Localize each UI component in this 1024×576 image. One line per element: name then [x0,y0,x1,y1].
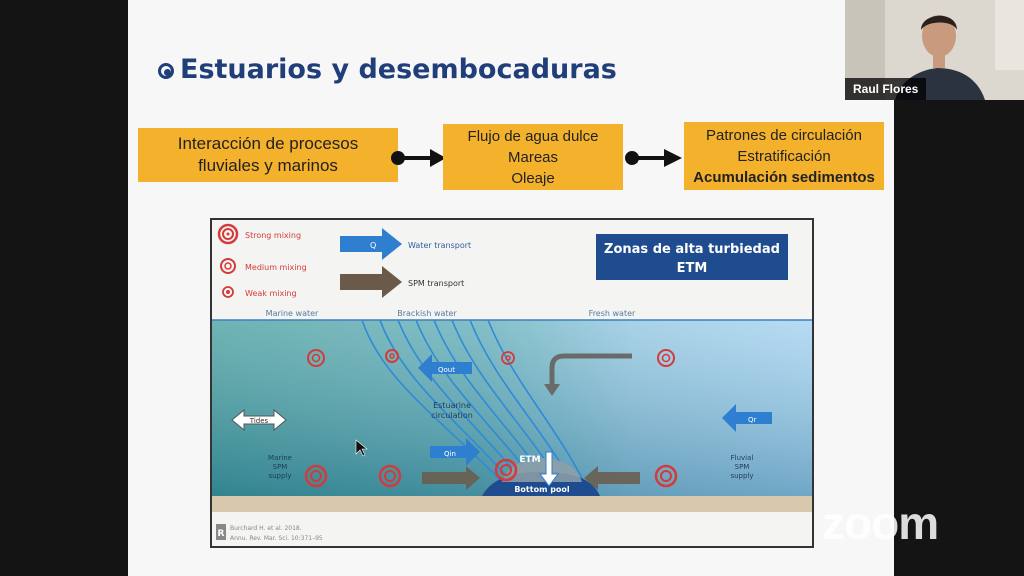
mixing-swirls [304,349,678,488]
effects-line-3: Acumulación sedimentos [693,168,875,186]
zoom-watermark: zoom [822,497,939,549]
legend-weak-mixing: Weak mixing [245,289,297,298]
arrow-right-icon [391,149,446,167]
legend-medium-mixing: Medium mixing [245,263,307,272]
drivers-box: Flujo de agua dulce Mareas Oleaje [443,124,623,190]
estuarine-label-2: circulation [431,411,473,420]
etm-title-line-2: ETM [677,261,708,276]
citation-line-2: Annu. Rev. Mar. Sci. 10:371–95 [230,535,323,542]
etm-title-line-1: Zonas de alta turbiedad [604,242,780,257]
legend-spm-transport: SPM transport [408,279,464,288]
fluvial-spm-arrow-icon [584,466,640,490]
process-line-1: Interacción de procesos [177,134,359,153]
drivers-line-2: Mareas [507,148,559,166]
journal-logo [216,524,226,540]
marine-spm-arrow-icon [422,466,480,490]
legend-q: Q [370,241,376,250]
marine-spm-label-2: SPM [273,463,288,471]
svg-text:Qin: Qin [444,450,456,458]
slide-title-text: Estuarios y desembocaduras [180,54,617,85]
qout-arrow: Qout [418,354,472,382]
weak-mixing-icon [222,286,234,298]
effects-line-2: Estratificación [737,147,831,165]
journal-logo-letter: R [218,529,225,539]
process-line-2: fluviales y marinos [198,156,338,175]
legend: Strong mixing Medium mixing Weak mixing … [217,223,471,298]
marine-spm-label-1: Marine [268,454,292,462]
bullet-icon [158,63,174,79]
effects-box: Patrones de circulación Estratificación … [684,122,884,190]
sediment-floor [212,496,812,512]
svg-text:Qr: Qr [748,416,757,424]
estuary-diagram-svg: Strong mixing Medium mixing Weak mixing … [212,223,812,546]
tides-arrow: Tides [231,408,287,432]
qin-arrow: Qin [430,438,480,466]
curved-arrow-icon [549,353,632,386]
etm-cloud [502,458,582,482]
estuary-diagram: Strong mixing Medium mixing Weak mixing … [210,218,814,548]
qr-arrow: Qr [722,404,772,432]
circulation-lines [361,319,585,483]
effects-line-1: Patrones de circulación [706,126,862,144]
medium-mixing-icon [220,258,236,274]
fluvial-spm-label-2: SPM [735,463,750,471]
participant-name: Raul Flores [845,78,927,100]
etm-label: ETM [519,455,540,465]
marine-spm-label-3: supply [268,472,291,480]
bottom-pool-label: Bottom pool [514,485,570,494]
legend-water-transport: Water transport [408,241,471,250]
settling-arrow-icon [539,451,559,487]
svg-text:Tides: Tides [249,417,269,425]
water-transport-arrow-icon [340,228,402,260]
marine-water-label: Marine water [266,309,319,318]
mouse-cursor-icon [355,439,368,457]
svg-text:Qout: Qout [438,366,455,374]
process-box: Interacción de procesos fluviales y mari… [138,128,398,182]
citation-line-1: Burchard H. et al. 2018. [230,525,302,532]
fresh-water-label: Fresh water [589,309,636,318]
spm-transport-arrow-icon [340,266,402,298]
slide: Estuarios y desembocaduras Interacción d… [128,0,894,576]
fluvial-spm-label-3: supply [730,472,753,480]
drivers-line-3: Oleaje [511,169,555,187]
estuarine-label-1: Estuarine [433,401,471,410]
fluvial-spm-label-1: Fluvial [731,454,754,462]
participant-video[interactable] [845,0,1024,100]
arrow-right-icon [625,149,682,167]
etm-title-box [596,234,788,280]
legend-strong-mixing: Strong mixing [245,231,301,240]
drivers-line-1: Flujo de agua dulce [467,127,599,145]
slide-title: Estuarios y desembocaduras [158,54,617,85]
strong-mixing-icon [217,223,239,245]
brackish-water-label: Brackish water [397,309,457,318]
